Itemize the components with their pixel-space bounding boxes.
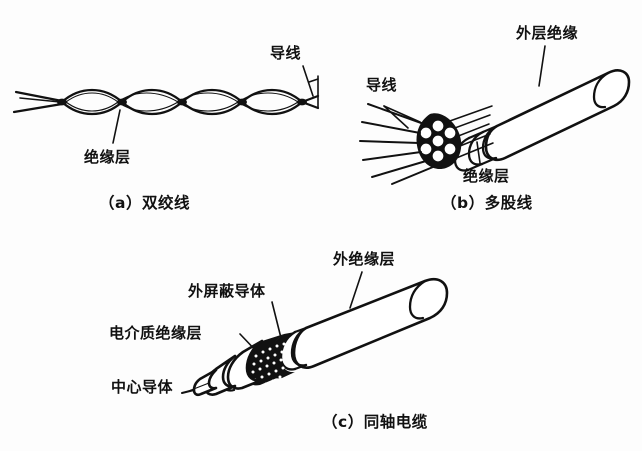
- multi-strand-jacket: [484, 69, 631, 162]
- label-b-outer-insulation-text: 外层绝缘: [515, 24, 578, 42]
- label-c-center-conductor-text: 中心导体: [111, 378, 174, 396]
- label-b-insulation: 绝缘层: [463, 141, 510, 185]
- label-c-dielectric: 电介质绝缘层: [109, 324, 261, 356]
- panel-b-multi-strand: 外层绝缘 导线 绝缘层 （b）多股线: [359, 24, 631, 212]
- label-b-insulation-text: 绝缘层: [463, 167, 510, 185]
- multi-strand-cut-face: [416, 113, 462, 170]
- twisted-pair-braid: [57, 88, 307, 116]
- label-a-insulation: 绝缘层: [84, 109, 131, 166]
- label-b-conductor: 导线: [366, 76, 421, 129]
- label-c-dielectric-text: 电介质绝缘层: [109, 324, 202, 342]
- caption-b: （b）多股线: [441, 193, 533, 212]
- coax-braided-shield: [244, 332, 295, 386]
- coax-shield-mesh-texture: [251, 342, 286, 386]
- label-a-conductor-text: 导线: [270, 44, 301, 62]
- label-c-outer-insulation-text: 外绝缘层: [332, 250, 395, 268]
- coax-outer-jacket: [292, 277, 449, 369]
- twisted-pair-right-end: [300, 75, 320, 110]
- label-c-center-conductor: 中心导体: [111, 378, 210, 396]
- label-b-outer-insulation: 外层绝缘: [515, 24, 578, 87]
- caption-c: （c）同轴电缆: [322, 412, 428, 431]
- panel-c-coaxial: 外绝缘层 外屏蔽导体 电介质绝缘层 中心导体 （c）同轴电缆: [109, 250, 449, 431]
- label-b-conductor-text: 导线: [366, 76, 397, 94]
- label-a-conductor: 导线: [270, 44, 319, 97]
- panel-a-twisted-pair: 导线 绝缘层 （a）双绞线: [12, 44, 320, 212]
- caption-a: （a）双绞线: [99, 193, 190, 212]
- label-c-outer-insulation: 外绝缘层: [332, 250, 395, 309]
- twisted-pair-left-tails: [12, 90, 64, 114]
- label-a-insulation-text: 绝缘层: [84, 148, 131, 166]
- multi-strand-loose-wires: [359, 103, 434, 185]
- label-c-outer-shield-text: 外屏蔽导体: [187, 282, 266, 300]
- label-c-outer-shield: 外屏蔽导体: [187, 282, 282, 339]
